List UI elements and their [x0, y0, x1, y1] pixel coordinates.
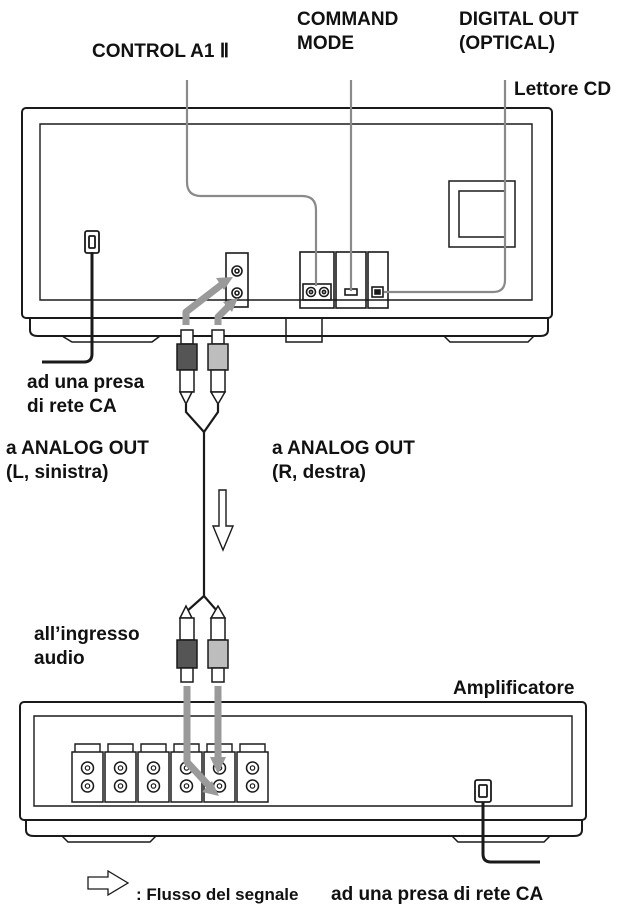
label-analog-out-right: a ANALOG OUT (R, destra): [272, 438, 415, 483]
audio-cable: [184, 404, 220, 618]
plug-bottom-right: [207, 604, 229, 683]
amp-input-jack: [80, 761, 95, 775]
amp-input-jack: [80, 779, 95, 793]
label-amplifier: Amplificatore: [453, 678, 575, 699]
amp-input-jack: [245, 761, 260, 775]
label-control-a1: CONTROL A1 Ⅱ: [92, 41, 230, 62]
label-signal-flow-legend: : Flusso del segnale: [136, 885, 299, 904]
amp-input-jack: [113, 779, 128, 793]
plug-top-right: [207, 329, 229, 406]
label-leader-lines: [185, 80, 507, 294]
amp-jack-panel: [71, 743, 104, 803]
cd-connection-arrows: [182, 277, 238, 325]
label-analog-out-left: a ANALOG OUT (L, sinistra): [6, 438, 149, 483]
amp-input-jack: [146, 779, 161, 793]
plug-top-left: [176, 329, 198, 406]
label-audio-input: all’ingresso audio: [34, 624, 140, 669]
digital-out-optical-port: [367, 251, 389, 309]
label-ac-outlet-top: ad una presa di rete CA: [27, 372, 145, 417]
legend-signal-arrow-icon: [87, 869, 130, 897]
amp-jack-panel: [137, 743, 170, 803]
amplifier-input-jacks: [71, 743, 269, 803]
label-command-mode: COMMAND MODE: [297, 9, 399, 54]
plug-bottom-left: [176, 604, 198, 683]
amp-connection-arrows: [183, 686, 226, 796]
amp-jack-panel: [236, 743, 269, 803]
signal-flow-arrow: [211, 489, 235, 552]
amp-jack-panel: [104, 743, 137, 803]
label-ac-outlet-bottom: ad una presa di rete CA: [331, 884, 544, 905]
amp-input-jack: [113, 761, 128, 775]
amp-input-jack: [179, 779, 194, 793]
cd-player-unit: [21, 107, 553, 343]
label-digital-out: DIGITAL OUT (OPTICAL): [459, 9, 579, 54]
label-cd-player: Lettore CD: [514, 79, 612, 100]
amp-input-jack: [245, 779, 260, 793]
amp-input-jack: [146, 761, 161, 775]
amp-power-cord: [481, 802, 540, 864]
cd-power-cord: [42, 252, 94, 364]
